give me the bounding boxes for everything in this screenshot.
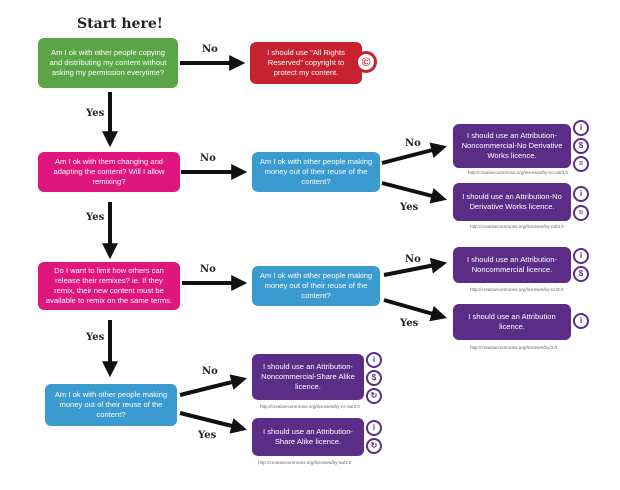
result-by: I should use an Attribution licence.	[453, 304, 571, 340]
result-all-rights-reserved: I should use "All Rights Reserved" copyr…	[250, 42, 362, 84]
result-by-nc: I should use an Attribution-Noncommercia…	[453, 247, 571, 283]
sharealike-icon: ↻	[366, 438, 382, 454]
label-no-q3a: No	[405, 138, 421, 149]
arrow-q5-no	[179, 374, 247, 397]
label-yes-q2: Yes	[86, 212, 105, 223]
attribution-icon: i	[573, 313, 589, 329]
attribution-icon: i	[366, 352, 382, 368]
url-by[interactable]: http://creativecommons.org/licenses/by/3…	[470, 345, 558, 350]
url-by-nc-nd[interactable]: http://creativecommons.org/licenses/by-n…	[468, 170, 569, 175]
result-by-nc-sa: I should use an Attribution-Noncommercia…	[252, 354, 364, 400]
start-title: Start here!	[77, 16, 163, 32]
attribution-icon: i	[573, 120, 589, 136]
attribution-icon: i	[573, 248, 589, 264]
noncommercial-icon: $	[573, 266, 589, 282]
question-commercial-a: Am I ok with other people making money o…	[252, 152, 380, 192]
noncommercial-icon: $	[366, 370, 382, 386]
label-no-q2: No	[200, 153, 216, 164]
noncommercial-icon: $	[573, 138, 589, 154]
label-yes-q3b: Yes	[400, 318, 419, 329]
label-no-q3b: No	[405, 254, 421, 265]
result-by-sa: I should use an Attribution-Share Alike …	[252, 418, 364, 456]
attribution-icon: i	[573, 186, 589, 202]
question-commercial-c: Am I ok with other people making money o…	[45, 384, 177, 426]
arrow-q3b-no	[383, 257, 448, 277]
arrow-q5-yes	[179, 411, 247, 434]
copyright-icon: ©	[355, 51, 377, 73]
arrow-q3a-yes	[381, 181, 447, 204]
label-yes-q1: Yes	[86, 108, 105, 119]
label-yes-q4: Yes	[86, 332, 105, 343]
question-share-alike: Do I want to limit how others can releas…	[38, 262, 180, 310]
arrow-q3b-yes	[383, 298, 447, 322]
url-by-nc[interactable]: http://creativecommons.org/licenses/by-n…	[470, 287, 564, 292]
attribution-icon: i	[366, 420, 382, 436]
result-by-nd: I should use an Attribution-No Derivativ…	[453, 183, 571, 221]
question-copying: Am I ok with other people copying and di…	[38, 38, 178, 88]
result-by-nc-nd: I should use an Attribution-Noncommercia…	[453, 124, 571, 168]
label-no-q5: No	[202, 366, 218, 377]
url-by-sa[interactable]: http://creativecommons.org/licenses/by-s…	[258, 460, 352, 465]
noderivs-icon: =	[573, 156, 589, 172]
label-no-q1: No	[202, 44, 218, 55]
question-remixing: Am I ok with them changing and adapting …	[38, 152, 180, 192]
label-no-q4: No	[200, 264, 216, 275]
arrow-q3a-no	[381, 142, 447, 165]
question-commercial-b: Am I ok with other people making money o…	[252, 266, 380, 306]
label-yes-q5: Yes	[198, 430, 217, 441]
noderivs-icon: =	[573, 205, 589, 221]
label-yes-q3a: Yes	[400, 202, 419, 213]
url-by-nd[interactable]: http://creativecommons.org/licenses/by-n…	[470, 224, 564, 229]
url-by-nc-sa[interactable]: http://creativecommons.org/licenses/by-n…	[260, 404, 360, 409]
sharealike-icon: ↻	[366, 388, 382, 404]
